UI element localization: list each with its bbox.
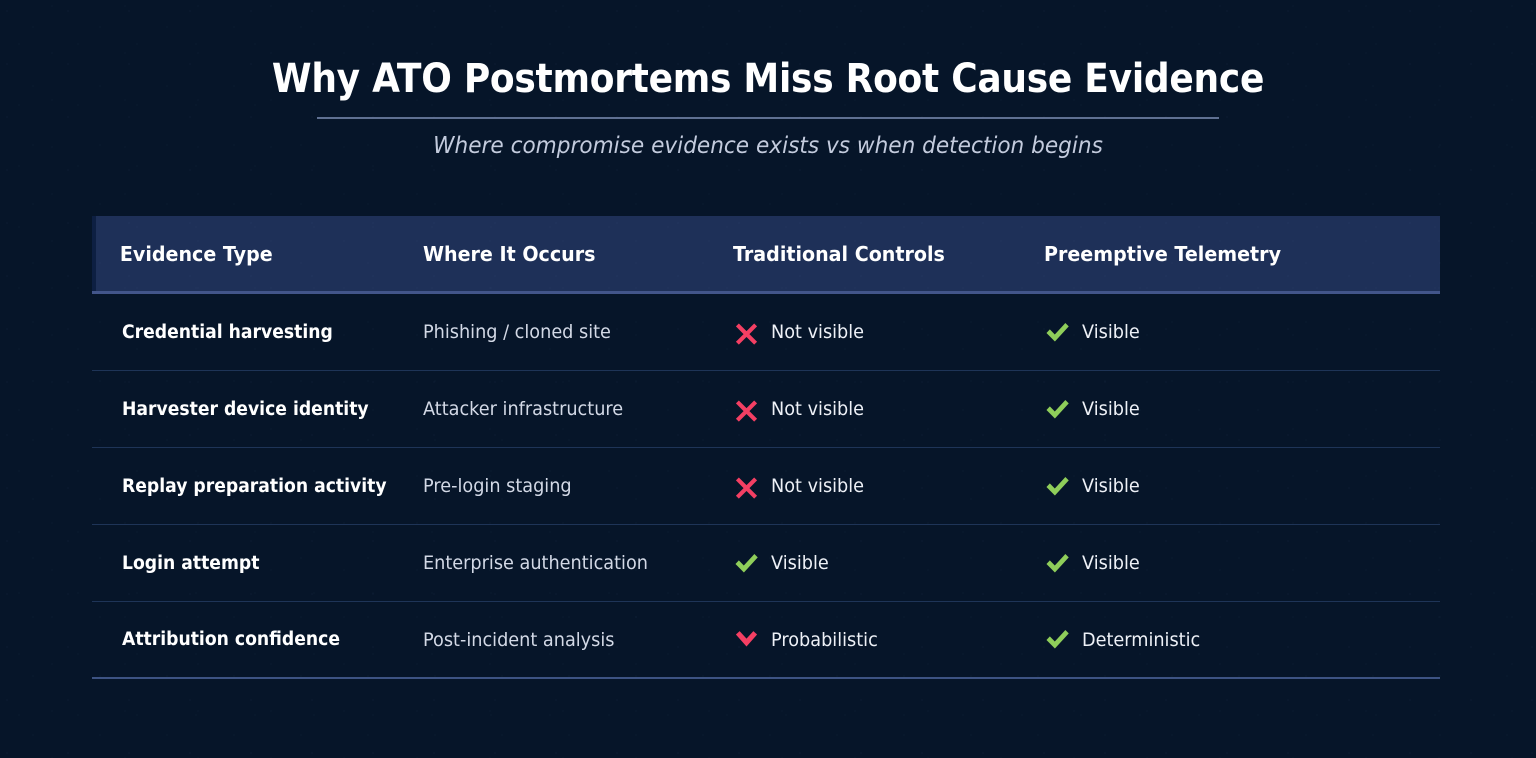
page-title: Why ATO Postmortems Miss Root Cause Evid…: [271, 56, 1265, 102]
column-header-traditional-controls: Traditional Controls: [733, 241, 945, 266]
cell-traditional-controls: Visible: [733, 550, 1044, 577]
status-badge: Not visible: [733, 473, 1044, 500]
cell-where-it-occurs: Post-incident analysis: [423, 628, 615, 651]
status-badge: Visible: [1044, 396, 1440, 423]
status-badge: Visible: [733, 550, 1044, 577]
status-label: Visible: [1082, 552, 1140, 574]
status-label: Not visible: [771, 321, 865, 343]
cell-traditional-controls: Not visible: [733, 473, 1044, 500]
status-label: Not visible: [771, 398, 865, 420]
cell-where-it-occurs: Pre-login staging: [423, 475, 572, 497]
title-divider: [317, 117, 1219, 120]
check-icon: [1044, 319, 1071, 346]
cell-evidence-type: Credential harvesting: [122, 321, 333, 343]
status-label: Deterministic: [1082, 628, 1201, 651]
table-row: Login attempt Enterprise authentication Vi…: [92, 525, 1440, 602]
cell-preemptive-telemetry: Visible: [1044, 550, 1440, 577]
column-header-where-it-occurs: Where It Occurs: [423, 241, 596, 266]
status-badge: Visible: [1044, 550, 1440, 577]
cell-traditional-controls: Not visible: [733, 319, 1044, 346]
status-label: Not visible: [771, 475, 865, 497]
chevron-down-icon: [733, 626, 760, 653]
status-label: Visible: [1082, 475, 1140, 497]
check-icon: [1044, 550, 1071, 577]
table-row: Attribution confidence Post-incident anal…: [92, 602, 1440, 679]
table-row: Credential harvesting Phishing / cloned s…: [92, 294, 1440, 371]
status-badge: Probabilistic: [733, 626, 1044, 653]
table-row: Harvester device identity Attacker infras…: [92, 371, 1440, 448]
comparison-table: Evidence Type Where It Occurs Traditiona…: [92, 216, 1440, 679]
cell-evidence-type: Replay preparation activity: [122, 475, 387, 497]
status-badge: Visible: [1044, 319, 1440, 346]
page-subtitle: Where compromise evidence exists vs when…: [433, 133, 1103, 160]
status-badge: Not visible: [733, 396, 1044, 423]
cell-preemptive-telemetry: Visible: [1044, 396, 1440, 423]
status-label: Visible: [771, 552, 829, 574]
cross-icon: [733, 473, 760, 500]
status-label: Probabilistic: [771, 628, 878, 651]
cell-evidence-type: Attribution confidence: [122, 629, 341, 650]
table-body: Credential harvesting Phishing / cloned s…: [92, 294, 1440, 679]
cell-where-it-occurs: Phishing / cloned site: [423, 321, 611, 343]
status-badge: Deterministic: [1044, 626, 1440, 653]
cross-icon: [733, 396, 760, 423]
column-header-preemptive-telemetry: Preemptive Telemetry: [1044, 241, 1282, 266]
cell-traditional-controls: Not visible: [733, 396, 1044, 423]
cross-icon: [733, 319, 760, 346]
status-badge: Visible: [1044, 473, 1440, 500]
check-icon: [1044, 473, 1071, 500]
table-header-row: Evidence Type Where It Occurs Traditiona…: [92, 216, 1440, 294]
cell-where-it-occurs: Attacker infrastructure: [423, 398, 624, 420]
cell-where-it-occurs: Enterprise authentication: [423, 552, 648, 574]
cell-evidence-type: Harvester device identity: [122, 398, 369, 420]
check-icon: [733, 550, 760, 577]
cell-preemptive-telemetry: Visible: [1044, 319, 1440, 346]
table-row: Replay preparation activity Pre-login sta…: [92, 448, 1440, 525]
status-badge: Not visible: [733, 319, 1044, 346]
cell-traditional-controls: Probabilistic: [733, 626, 1044, 653]
cell-preemptive-telemetry: Visible: [1044, 473, 1440, 500]
check-icon: [1044, 626, 1071, 653]
title-block: Why ATO Postmortems Miss Root Cause Evid…: [0, 56, 1536, 159]
status-label: Visible: [1082, 398, 1140, 420]
cell-evidence-type: Login attempt: [122, 552, 260, 574]
column-header-evidence-type: Evidence Type: [119, 241, 273, 266]
cell-preemptive-telemetry: Deterministic: [1044, 626, 1440, 653]
status-label: Visible: [1082, 321, 1140, 343]
check-icon: [1044, 396, 1071, 423]
